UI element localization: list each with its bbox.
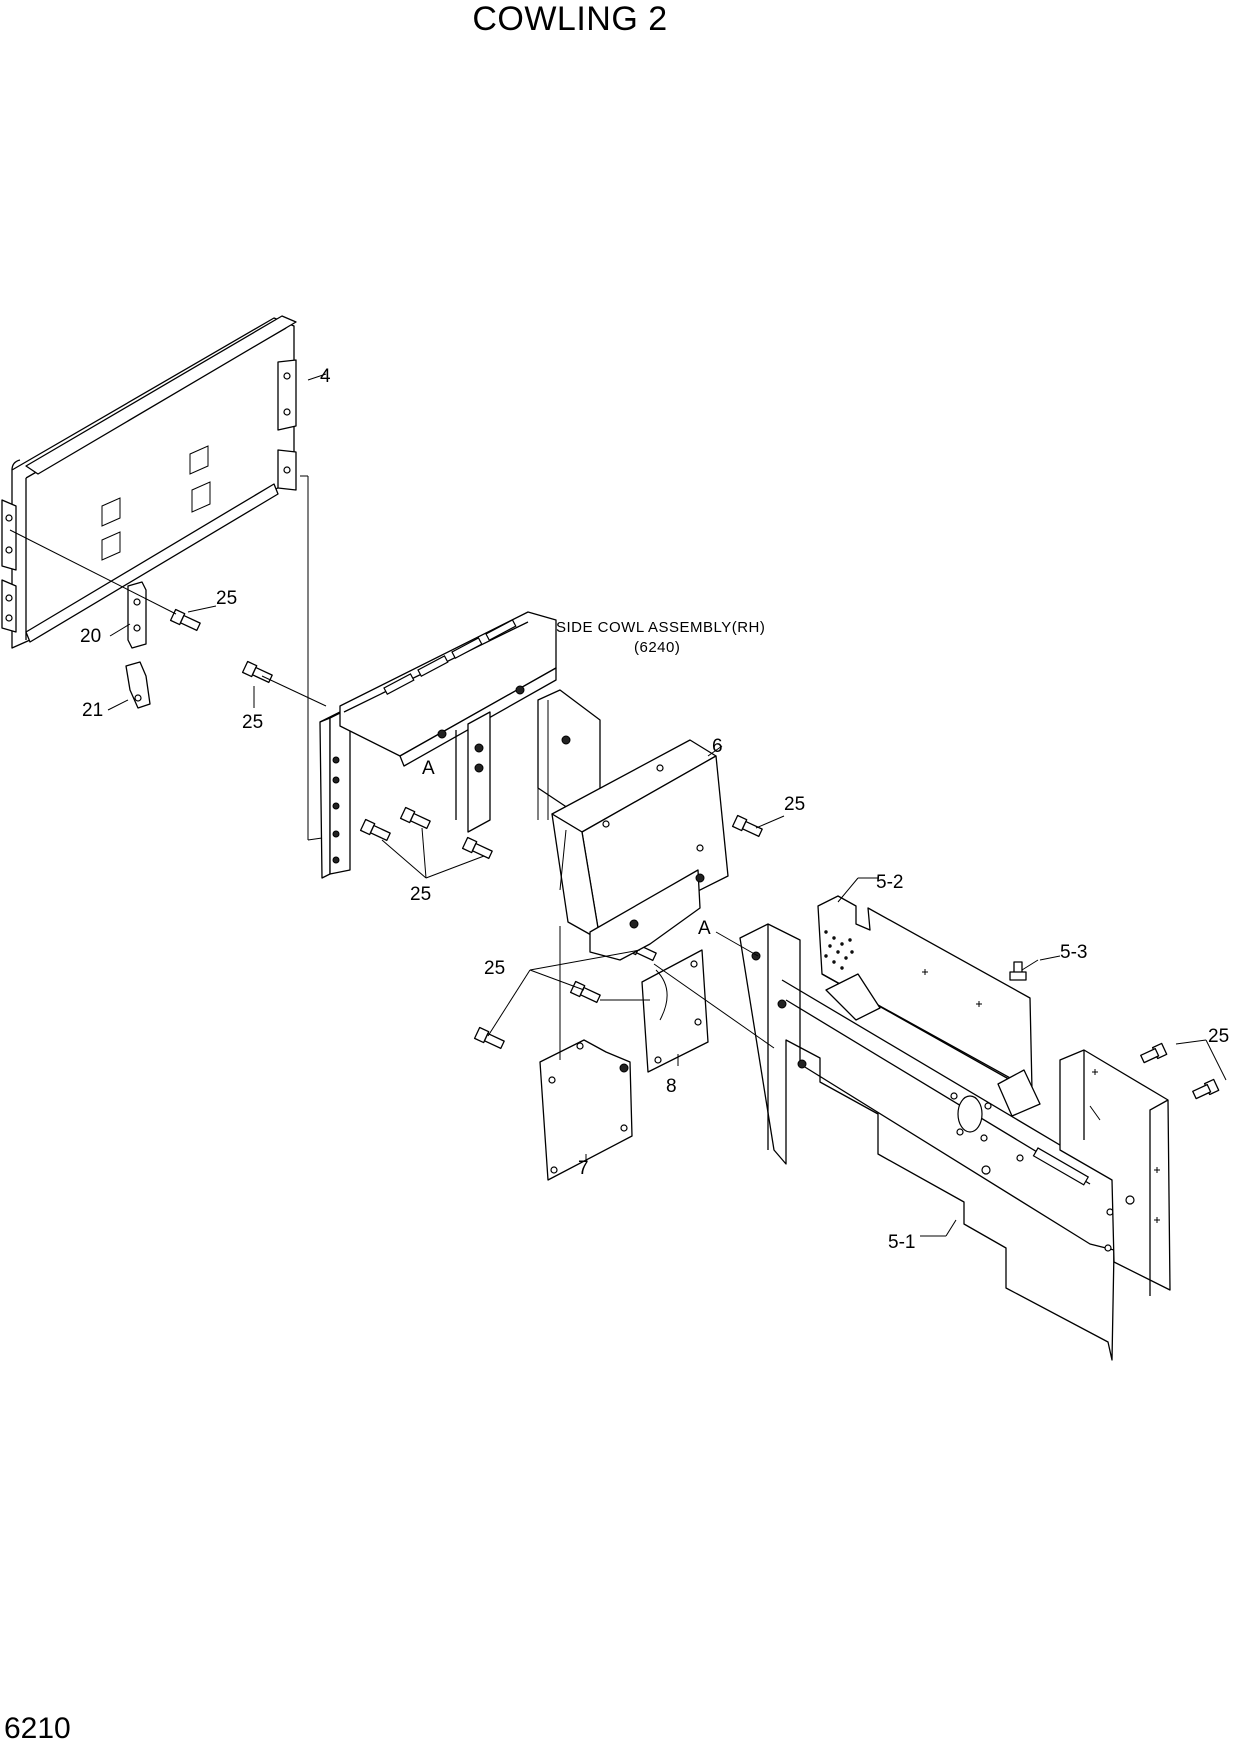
part-7-panel: [539, 926, 650, 1181]
side-cowl-frame: [319, 611, 601, 879]
callout-25-e: 25: [484, 958, 505, 979]
callout-25-a: 25: [216, 588, 237, 609]
assembly-note-line2: (6240): [634, 639, 680, 656]
part-6-cover: [551, 739, 729, 961]
assembly-note-line1: SIDE COWL ASSEMBLY(RH): [556, 619, 765, 636]
leader-lines: [9, 373, 1227, 1237]
callout-20: 20: [80, 626, 101, 647]
right-end-block: [1059, 1049, 1171, 1296]
vent-pattern: [824, 930, 854, 970]
reference-a-1: A: [422, 758, 435, 779]
callout-21: 21: [82, 700, 103, 721]
part-8-panel: [641, 949, 709, 1073]
callout-4: 4: [320, 366, 331, 387]
callout-5-1: 5-1: [888, 1232, 915, 1253]
callout-6: 6: [712, 736, 723, 757]
callout-8: 8: [666, 1076, 677, 1097]
callout-25-f: 25: [1208, 1026, 1229, 1047]
callout-5-2: 5-2: [876, 872, 903, 893]
callout-25-b: 25: [242, 712, 263, 733]
page-number: 6210: [4, 1712, 71, 1745]
callout-5-3: 5-3: [1060, 942, 1087, 963]
callout-25-d: 25: [784, 794, 805, 815]
callout-25-c: 25: [410, 884, 431, 905]
part-5-2-strip: [817, 895, 1041, 1117]
part-21-clip: [125, 661, 151, 709]
page-title: COWLING 2: [472, 0, 668, 38]
part-20-clip: [127, 581, 147, 649]
callout-7: 7: [578, 1158, 589, 1179]
bolt-group: [169, 608, 1220, 1100]
reference-a-2: A: [698, 918, 711, 939]
part-4-panel: [1, 315, 297, 649]
